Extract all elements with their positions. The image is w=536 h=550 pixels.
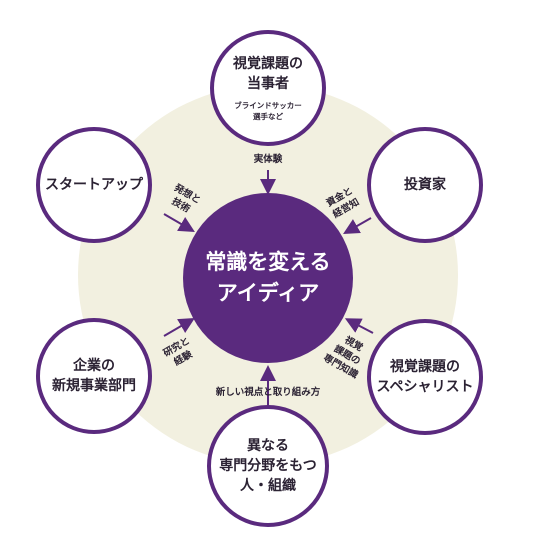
node-top-sub-1: ブラインドサッカー — [234, 101, 302, 110]
node-other-fields: 異なる 専門分野をもつ 人・組織 — [207, 405, 329, 527]
arrow-bottom-left — [163, 317, 195, 337]
node-bottom-left-line-1: 企業の — [73, 358, 115, 374]
node-bottom-line-2: 専門分野をもつ — [219, 458, 317, 474]
node-bottom-right-line-2: スペシャリスト — [376, 379, 474, 395]
node-top-right-line-1: 投資家 — [404, 177, 446, 193]
center-idea: 常識を変える アイディア — [183, 193, 353, 363]
node-visually-impaired: 視覚課題の 当事者 ブラインドサッカー 選手など — [210, 30, 326, 146]
node-bottom-line-3: 人・組織 — [240, 478, 296, 494]
node-top-left-line-1: スタートアップ — [45, 177, 143, 193]
node-top-line-1: 視覚課題の — [233, 56, 303, 72]
label-bottom-line-1: 新しい視点と取り組み方 — [215, 387, 321, 398]
label-experience: 実体験 — [243, 153, 293, 166]
arrow-bottom-right — [344, 318, 374, 334]
center-line-1: 常識を変える — [205, 250, 331, 274]
node-investor: 投資家 — [367, 127, 483, 243]
node-startup: スタートアップ — [36, 127, 152, 243]
node-corporate-new-business: 企業の 新規事業部門 — [36, 318, 152, 434]
node-top-sub-2: 選手など — [253, 112, 283, 121]
node-vision-specialist: 視覚課題の スペシャリスト — [367, 319, 483, 435]
center-line-2: アイディア — [216, 281, 320, 305]
node-top-line-2: 当事者 — [247, 76, 289, 92]
node-bottom-right-line-1: 視覚課題の — [390, 359, 460, 375]
label-new-perspectives: 新しい視点と取り組み方 — [188, 386, 348, 399]
node-bottom-line-1: 異なる — [247, 438, 289, 454]
label-top-line-1: 実体験 — [253, 154, 283, 165]
arrow-top-left — [163, 213, 195, 233]
node-bottom-left-line-2: 新規事業部門 — [52, 378, 136, 394]
arrow-top-right — [343, 217, 372, 234]
node-top-sub: ブラインドサッカー 選手など — [234, 100, 302, 122]
